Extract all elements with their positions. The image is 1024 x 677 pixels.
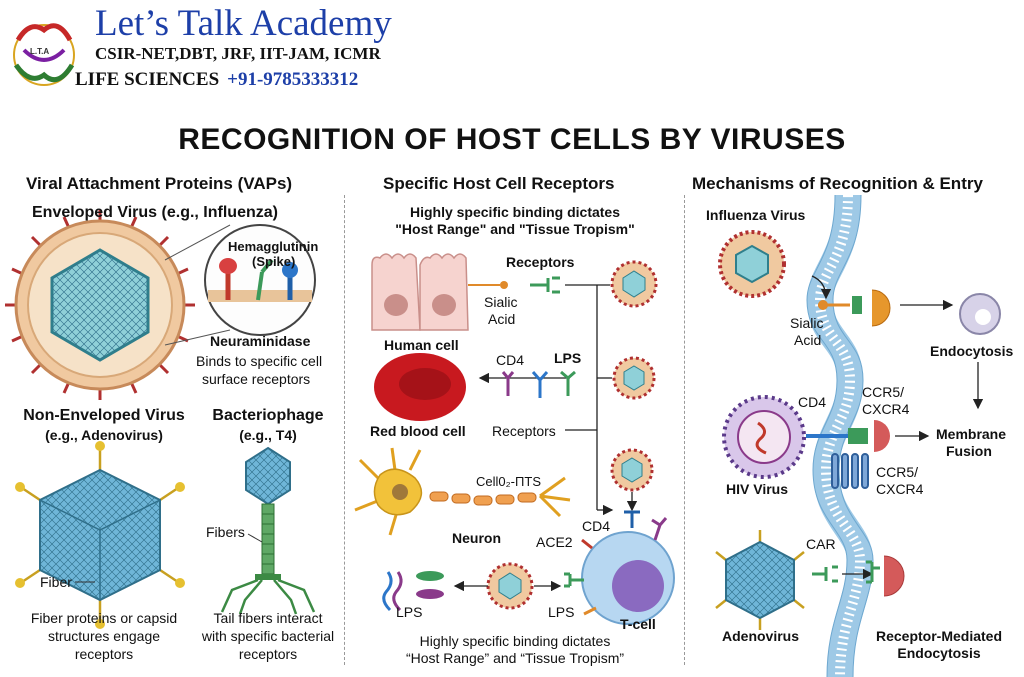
lps-label-c: LPS bbox=[548, 604, 575, 620]
logo bbox=[13, 23, 75, 86]
human-cell-label: Human cell bbox=[384, 337, 459, 353]
brand-exams: CSIR-NET,DBT, JRF, IIT-JAM, ICMR bbox=[95, 44, 381, 63]
bacteriophage-example: (e.g., T4) bbox=[239, 427, 297, 443]
nonenveloped-example: (e.g., Adenovirus) bbox=[45, 427, 163, 443]
tail-desc-1: Tail fibers interact bbox=[213, 610, 323, 626]
tcell-graphic bbox=[564, 510, 675, 625]
hiv-label: HIV Virus bbox=[726, 481, 788, 497]
sialic-label-2: Acid bbox=[488, 311, 516, 327]
brand-subject: LIFE SCIENCES bbox=[75, 69, 220, 90]
ace2-label: ACE2 bbox=[536, 534, 573, 550]
ccr5-label-b2: CXCR4 bbox=[876, 481, 924, 497]
spike-zoom-graphic bbox=[164, 224, 316, 346]
cell-o2-label: Cell0₂-ΠTS bbox=[476, 474, 541, 489]
fiber-desc-2: structures engage bbox=[47, 628, 161, 644]
col2-sub-2: "Host Range" and "Tissue Tropism" bbox=[395, 221, 635, 237]
membrane-fusion-label-2: Fusion bbox=[946, 443, 992, 459]
sialic-acid-label-1: Sialic bbox=[790, 315, 824, 331]
nonenveloped-title: Non-Enveloped Virus bbox=[23, 407, 185, 424]
receptor-set-graphic bbox=[501, 370, 576, 398]
brand-subject-line: LIFE SCIENCES +91-9785333312 bbox=[75, 69, 358, 91]
lps-label: LPS bbox=[554, 350, 582, 366]
influenza-virus-graphic bbox=[5, 210, 195, 400]
sialic-acid-label-2: Acid bbox=[794, 332, 822, 348]
receptor-graphic-top bbox=[530, 276, 560, 294]
brand-title: Let’s Talk Academy bbox=[95, 3, 392, 44]
human-cell-graphic bbox=[371, 253, 508, 331]
ccr5-label-a2: CXCR4 bbox=[862, 401, 910, 417]
logo-text: L.T.A bbox=[30, 47, 50, 56]
enveloped-virus-title: Enveloped Virus (e.g., Influenza) bbox=[32, 204, 278, 221]
neuron-graphic bbox=[354, 447, 571, 536]
rbc-graphic bbox=[374, 353, 466, 421]
cd4-entry-label: CD4 bbox=[798, 394, 827, 410]
binds-text-1: Binds to specific cell bbox=[196, 353, 323, 369]
ccr5-label-a1: CCR5/ bbox=[862, 384, 905, 400]
col2-heading: Specific Host Cell Receptors bbox=[383, 174, 615, 193]
neuron-label: Neuron bbox=[452, 530, 501, 546]
column-divider-right bbox=[684, 195, 685, 665]
bacteriophage-graphic bbox=[220, 446, 316, 615]
connector-lines bbox=[453, 284, 638, 592]
binds-text-2: surface receptors bbox=[202, 371, 311, 387]
endocytosis-label: Endocytosis bbox=[930, 343, 1014, 359]
rme-label-1: Receptor-Mediated bbox=[875, 628, 1003, 644]
tail-desc-3: receptors bbox=[238, 646, 298, 662]
spike-label: (Spike) bbox=[252, 254, 296, 269]
adenovirus-graphic bbox=[15, 441, 185, 629]
rme-label-2: Endocytosis bbox=[897, 645, 981, 661]
adenovirus-label: Adenovirus bbox=[722, 628, 800, 644]
car-label: CAR bbox=[806, 536, 836, 552]
tail-desc-2: with specific bacterial bbox=[201, 628, 335, 644]
adenovirus-entry-graphic bbox=[715, 530, 905, 630]
influenza-entry-graphic bbox=[718, 230, 1001, 410]
receptors-label-2: Receptors bbox=[492, 423, 556, 439]
neuraminidase-label: Neuraminidase bbox=[210, 333, 311, 349]
cd4-label-b: CD4 bbox=[582, 518, 611, 534]
sialic-label-1: Sialic bbox=[484, 294, 518, 310]
hiv-entry-graphic bbox=[722, 395, 930, 489]
col2-foot-1: Highly specific binding dictates bbox=[419, 633, 611, 649]
fiber-label: Fiber bbox=[40, 574, 72, 590]
col2-foot-2: “Host Range” and “Tissue Tropism” bbox=[405, 650, 625, 666]
rbc-label: Red blood cell bbox=[370, 423, 466, 439]
page-title: RECOGNITION OF HOST CELLS BY VIRUSES bbox=[178, 123, 846, 156]
lps-graphic bbox=[382, 571, 444, 612]
ccr5-label-b1: CCR5/ bbox=[876, 464, 919, 480]
fiber-desc-3: receptors bbox=[74, 646, 134, 662]
receptors-label: Receptors bbox=[506, 254, 575, 270]
brand-phone: +91-9785333312 bbox=[227, 69, 359, 90]
influenza-label: Influenza Virus bbox=[706, 207, 806, 223]
col1-heading: Viral Attachment Proteins (VAPs) bbox=[26, 174, 293, 193]
bacteriophage-title: Bacteriophage bbox=[212, 407, 324, 424]
tcell-label: T-cell bbox=[620, 616, 656, 632]
fiber-desc-1: Fiber proteins or capsid bbox=[30, 610, 178, 626]
cd4-label: CD4 bbox=[496, 352, 525, 368]
membrane-fusion-label-1: Membrane bbox=[936, 426, 1007, 442]
col2-sub-1: Highly specific binding dictates bbox=[409, 204, 621, 220]
fibers-label: Fibers bbox=[206, 524, 245, 540]
column-divider-left bbox=[344, 195, 345, 665]
lps-label-b: LPS bbox=[396, 604, 423, 620]
hemagglutinin-label: Hemagglutinin bbox=[228, 239, 319, 254]
col3-heading: Mechanisms of Recognition & Entry bbox=[692, 174, 983, 193]
virus-small-graphics bbox=[486, 260, 658, 610]
